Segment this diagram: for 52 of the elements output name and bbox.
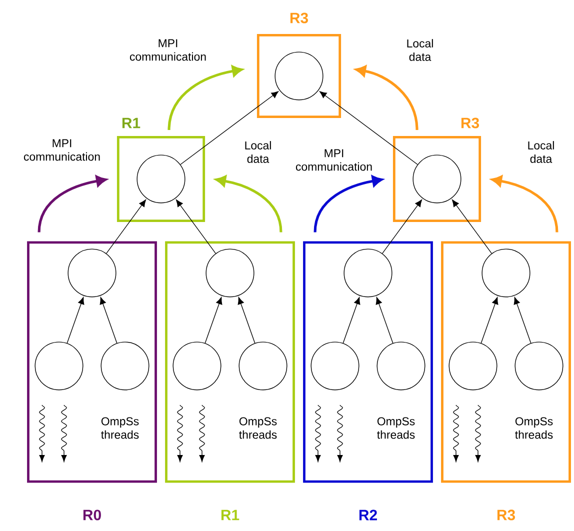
box-text: OmpSs threads	[101, 417, 139, 439]
arrow	[320, 91, 418, 165]
task-circle	[376, 342, 426, 390]
box-text: OmpSs threads	[515, 417, 553, 439]
arrow	[514, 297, 532, 344]
task-circle	[100, 342, 150, 390]
arrow	[238, 297, 256, 344]
arrow	[176, 200, 216, 254]
task-circle	[206, 248, 254, 298]
task-circle	[412, 154, 462, 204]
rank-label: R1	[221, 510, 240, 520]
task-circle	[68, 248, 116, 298]
arrow	[168, 66, 242, 130]
task-circle	[514, 342, 564, 390]
task-circle	[310, 342, 360, 390]
edge-label: Local data	[520, 140, 562, 164]
arrow	[356, 66, 418, 130]
arrow	[100, 297, 118, 344]
task-circle	[448, 342, 498, 390]
arrow	[452, 200, 492, 254]
box-text: OmpSs threads	[377, 417, 415, 439]
task-circle	[274, 52, 324, 100]
arrow	[376, 297, 394, 344]
arrow	[66, 297, 84, 344]
arrow	[38, 176, 106, 232]
arrow	[342, 297, 360, 344]
task-circle	[482, 248, 530, 298]
edge-label: Local data	[237, 140, 279, 164]
rank-label: R1	[122, 118, 140, 128]
rank-label: R3	[461, 118, 479, 128]
arrow	[216, 176, 282, 232]
task-circle	[344, 248, 392, 298]
rank-label: R0	[83, 510, 101, 520]
task-circle	[34, 342, 84, 390]
rank-label: R2	[359, 510, 377, 520]
rank-label: R3	[497, 510, 515, 520]
task-circle	[136, 154, 186, 204]
arrow	[106, 200, 146, 254]
edge-label: MPI communication	[121, 38, 215, 62]
rank-label: R3	[290, 12, 308, 24]
task-circle	[238, 342, 288, 390]
box-text: OmpSs threads	[239, 417, 277, 439]
arrow	[180, 91, 279, 165]
task-circle	[172, 342, 222, 390]
arrow	[314, 176, 382, 232]
arrow	[204, 297, 222, 344]
edge-label: MPI communication	[287, 148, 381, 172]
edge-label: Local data	[399, 38, 441, 62]
arrow	[492, 176, 558, 232]
edge-label: MPI communication	[15, 138, 109, 162]
arrow	[382, 200, 422, 254]
arrow	[480, 297, 498, 344]
